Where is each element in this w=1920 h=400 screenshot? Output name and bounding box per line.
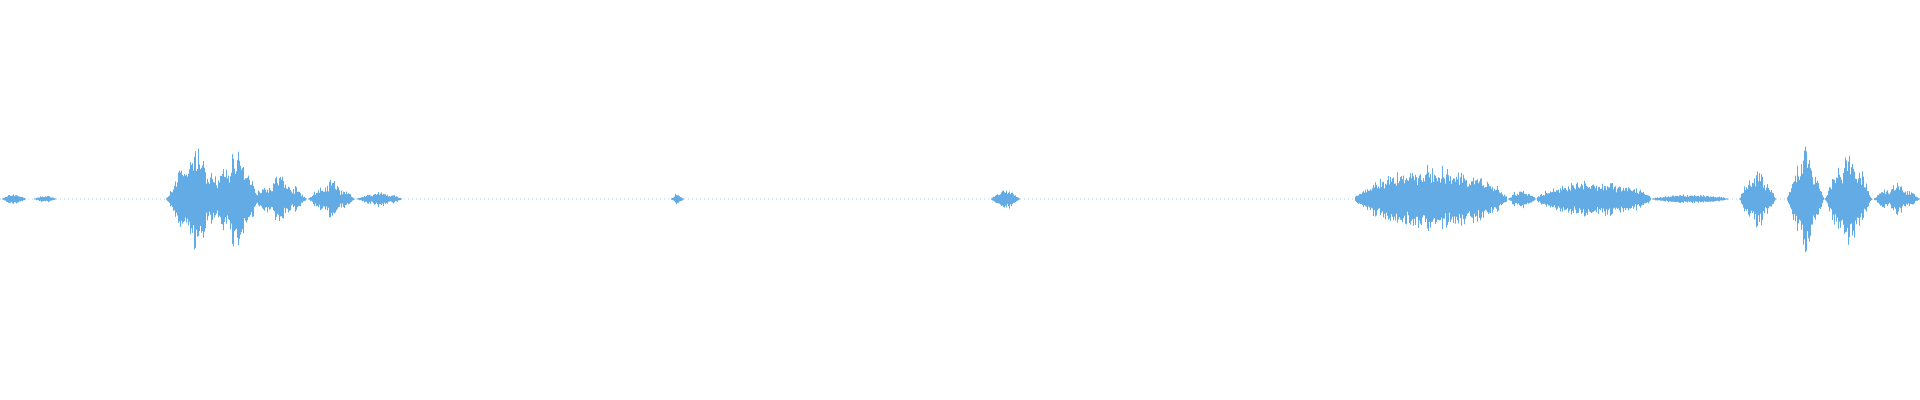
- waveform-signal: [2, 146, 1920, 253]
